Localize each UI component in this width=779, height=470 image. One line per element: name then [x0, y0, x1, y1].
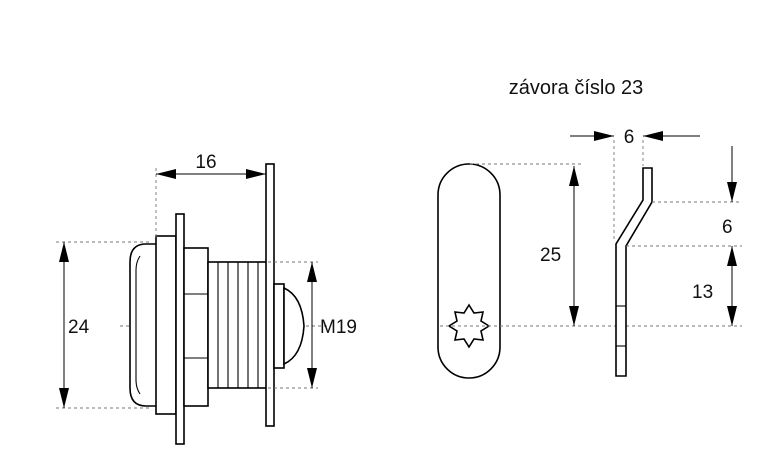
dim-length-label: 25	[540, 245, 561, 266]
dim-offset-upper-label: 6	[722, 217, 733, 238]
dim-depth-label: 16	[195, 152, 216, 173]
cam-side-view: 6 6 13	[570, 127, 742, 377]
lock-knob-head	[129, 243, 158, 407]
hex-nut	[183, 247, 209, 407]
dim-height-label: 24	[68, 317, 90, 338]
lock-side-view: 16 24 M19	[56, 152, 357, 445]
rear-dome	[283, 286, 305, 366]
dim-thread-label: M19	[320, 317, 357, 338]
rear-spindle	[273, 283, 285, 369]
front-plate	[175, 213, 185, 445]
drawing-title: závora číslo 23	[509, 77, 644, 99]
knob-highlight	[135, 255, 141, 395]
dim-offset-lower-label: 13	[692, 282, 713, 303]
dim-thickness-label: 6	[624, 127, 635, 148]
cam-front-view: 25	[437, 163, 742, 379]
star-hole	[447, 303, 491, 349]
cam-bent-profile	[615, 167, 653, 377]
lock-head-flange	[155, 235, 177, 415]
thread-lines	[217, 262, 259, 388]
cam-plate	[265, 163, 275, 427]
